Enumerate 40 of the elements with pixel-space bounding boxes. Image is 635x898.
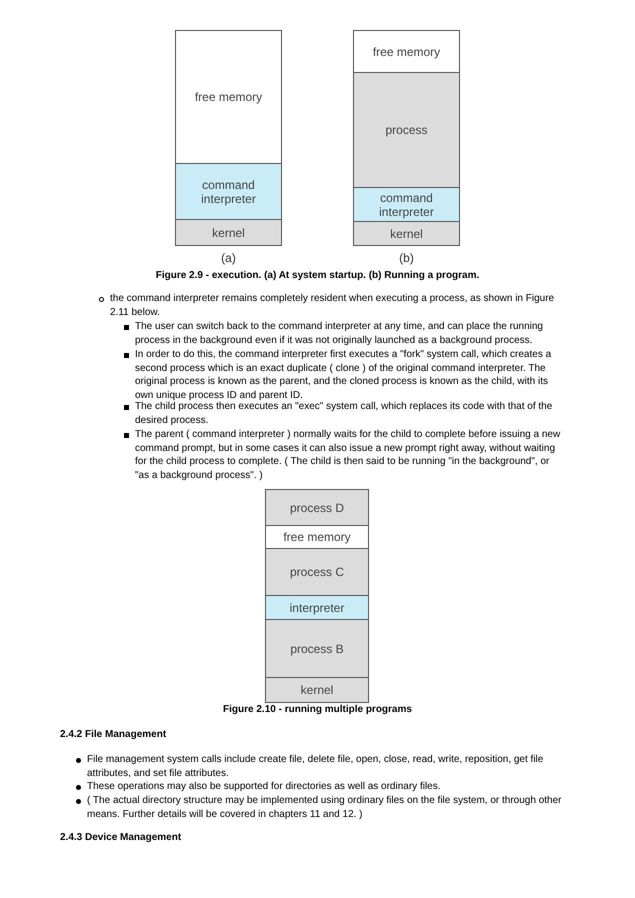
memory-segment xyxy=(266,619,368,677)
bullet-text: The child process then executes an "exec" system call, which replaces its code with that of the desired process. xyxy=(135,400,554,427)
segment-label: process D xyxy=(290,500,344,514)
segment-label: free memory xyxy=(283,530,351,544)
memory-segment xyxy=(354,221,459,245)
figure-caption: Figure 2.9 - execution. (a) At system startup. (b) Running a program. xyxy=(154,269,480,283)
memory-segment xyxy=(354,187,459,221)
segment-label: kernel xyxy=(390,226,423,240)
memory-segment xyxy=(266,677,368,702)
memory-layout-column xyxy=(353,30,460,246)
memory-segment xyxy=(354,72,459,187)
memory-segment xyxy=(176,219,281,245)
figure-caption: Figure 2.10 - running multiple programs xyxy=(222,703,413,717)
panel-label: (b) xyxy=(398,250,415,267)
bullet-text: the command interpreter remains completely resident when executing a process, as shown in Figure 2.11 below. xyxy=(110,292,556,319)
bullet-text: File management system calls include create file, delete file, open, close, read, write, reposition, get file attributes, and set file attributes. xyxy=(87,753,544,780)
segment-label: process B xyxy=(290,642,344,656)
segment-label: process C xyxy=(290,565,344,579)
bullet-text: The parent ( command interpreter ) normally waits for the child to complete before issuing a new command prompt, but in some cases it can also issue a new prompt right away, without waiting for the child process to complete. ( The child is then said to be running "in the background", or "as a background process". ) xyxy=(135,428,562,482)
panel-label: (a) xyxy=(220,250,237,267)
section-heading: 2.4.2 File Management xyxy=(60,728,166,742)
bullet-text: In order to do this, the command interpreter first executes a "fork" system call, which creates a second process which is an exact duplicate ( clone ) of the original command interpreter. The original process is known as the parent, and the cloned process is known as the child, with its own unique process ID and parent ID. xyxy=(135,348,552,402)
segment-label: command interpreter xyxy=(378,190,435,218)
segment-label: command interpreter xyxy=(200,178,257,206)
memory-segment xyxy=(176,163,281,219)
bullet-text: These operations may also be supported for directories as well as ordinary files. xyxy=(87,780,442,794)
segment-label: interpreter xyxy=(290,600,344,614)
bullet-text: ( The actual directory structure may be implemented using ordinary files on the file system, or through other means. Further details will be covered in chapters 11 and 12. ) xyxy=(87,794,562,821)
segment-label: kernel xyxy=(212,226,245,240)
segment-label: process xyxy=(385,123,428,137)
bullet-text: The user can switch back to the command interpreter at any time, and can place the running process in the background even if it was not originally launched as a background process. xyxy=(135,320,544,347)
memory-layout-column xyxy=(265,489,369,703)
segment-label: free memory xyxy=(194,90,262,104)
memory-segment xyxy=(266,548,368,595)
memory-segment xyxy=(266,490,368,525)
memory-segment xyxy=(266,595,368,619)
segment-label: kernel xyxy=(300,683,334,697)
section-heading: 2.4.3 Device Management xyxy=(60,831,182,845)
segment-label: free memory xyxy=(372,44,440,58)
memory-layout-column xyxy=(175,30,282,246)
